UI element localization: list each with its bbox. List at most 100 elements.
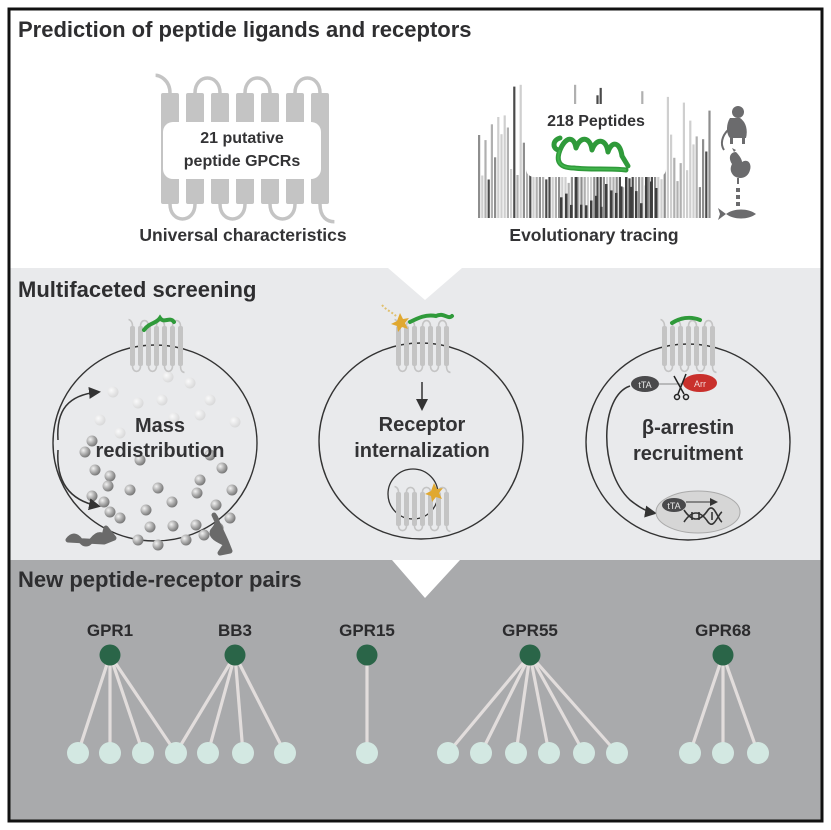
alignment-bar <box>612 164 615 218</box>
alignment-bar <box>593 158 596 218</box>
figure-frame <box>7 7 824 823</box>
alignment-bar <box>529 169 532 218</box>
peptide-node <box>274 742 296 764</box>
receptor-label: GPR68 <box>695 621 751 640</box>
mass-particle <box>229 416 241 428</box>
fish-icon <box>718 208 756 220</box>
alignment-bar <box>538 171 541 218</box>
tm-helix <box>710 326 715 366</box>
mass-particle <box>216 462 228 474</box>
mass-particle <box>86 435 98 447</box>
lineage-dots <box>736 188 740 206</box>
assay-label-arrestin-line2: recruitment <box>633 443 743 465</box>
intracellular-loop <box>429 525 440 532</box>
alignment-bar <box>660 179 663 218</box>
alignment-bar <box>657 169 660 218</box>
intracellular-loop <box>429 365 440 373</box>
mass-particle <box>162 371 174 383</box>
alignment-bar <box>682 102 685 218</box>
intracellular-loop <box>413 525 424 532</box>
tm-helix <box>170 326 175 366</box>
alignment-bar <box>494 157 497 218</box>
alignment-bar <box>663 130 666 218</box>
alignment-bar <box>670 134 673 218</box>
cell-mass-redistribution-icon <box>52 314 258 556</box>
alignment-bar-conserved <box>590 200 593 218</box>
peptide-node <box>505 742 527 764</box>
alignment-bar <box>583 139 586 218</box>
alignment-bar <box>542 150 545 218</box>
alignment-bar-conserved <box>585 205 588 218</box>
mass-particle <box>168 412 180 424</box>
wavy-arrow-left <box>65 525 117 547</box>
tm-helix <box>420 492 425 526</box>
c-terminus <box>179 365 185 374</box>
intracellular-loop <box>168 203 197 221</box>
assay-label-arrestin-line1: β-arrestin <box>642 417 734 439</box>
gpcr-count-label-line1: 21 putative <box>200 130 284 147</box>
receptor-label: GPR15 <box>339 621 395 640</box>
alignment-bar <box>490 124 493 218</box>
pair-edge <box>76 654 112 754</box>
pair-edge <box>446 653 532 755</box>
assay-label-internalization-line2: internalization <box>354 440 490 462</box>
alignment-bar-conserved <box>595 195 598 218</box>
alignment-bar <box>551 137 554 218</box>
alignment-bar <box>500 134 503 218</box>
tm-helix <box>138 326 143 366</box>
alignment-bar-conserved <box>605 184 608 218</box>
alignment-bar <box>580 140 583 218</box>
pair-edge <box>174 654 237 754</box>
tm-helix <box>154 326 159 366</box>
alignment-bar <box>484 140 487 218</box>
section-title-screening: Multifaceted screening <box>18 277 256 302</box>
mass-particle <box>152 482 164 494</box>
mass-particle <box>114 512 126 524</box>
extracellular-loop <box>193 76 222 94</box>
receptor-node <box>99 644 121 666</box>
mass-particle <box>79 446 91 458</box>
receptor-label: GPR1 <box>87 621 133 640</box>
intracellular-loop <box>679 365 690 373</box>
peptide-node <box>356 742 378 764</box>
peptide-node <box>747 742 769 764</box>
peptide-count-label: 218 Peptides <box>547 113 645 130</box>
tm-helix <box>436 492 441 526</box>
intracellular-loop <box>163 365 174 373</box>
pair-edge <box>528 654 551 754</box>
alignment-bar-conserved <box>565 193 568 218</box>
pair-edge <box>206 654 237 754</box>
alignment-bar-conserved <box>620 186 623 218</box>
extracellular-loop <box>171 319 182 327</box>
alignment-bar <box>561 173 564 218</box>
alignment-bar <box>673 157 676 218</box>
n-terminus <box>128 318 134 327</box>
c-terminus <box>445 525 451 533</box>
alignment-bar-conserved <box>625 171 628 218</box>
alignment-bar <box>487 179 490 218</box>
alignment-bar <box>481 175 484 218</box>
peptide-node <box>99 742 121 764</box>
tm-helix <box>670 326 675 366</box>
section-screening-bg <box>10 268 821 560</box>
peptide-node <box>197 742 219 764</box>
mass-particle <box>102 480 114 492</box>
tm-helix <box>662 326 667 366</box>
section-title-prediction: Prediction of peptide ligands and recept… <box>18 17 472 42</box>
extracellular-loop <box>687 319 698 327</box>
ligand-star-top <box>391 313 409 332</box>
tm-helix <box>412 326 417 366</box>
mass-particle <box>210 499 222 511</box>
tm-helix <box>146 326 151 366</box>
tm-helix <box>702 326 707 366</box>
mass-particle <box>134 454 146 466</box>
mass-particle <box>124 484 136 496</box>
pair-edge <box>233 654 287 754</box>
alignment-bar-conserved <box>600 206 603 218</box>
pair-edge <box>514 654 532 754</box>
mass-particle <box>144 521 156 533</box>
mass-particle <box>156 394 168 406</box>
mass-particle <box>132 534 144 546</box>
